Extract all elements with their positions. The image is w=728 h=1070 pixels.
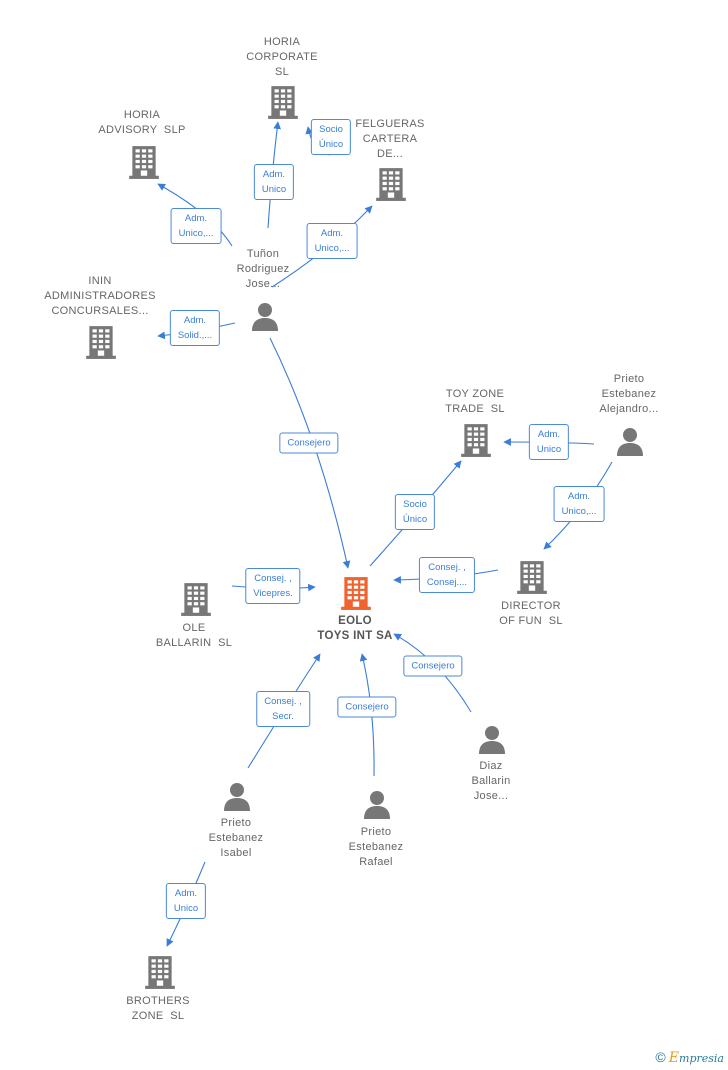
brothers-zone-building-icon[interactable] — [145, 956, 175, 989]
copyright-icon: © — [655, 1049, 666, 1065]
rel-label-consejero-diaz[interactable]: Consejero — [403, 655, 463, 677]
prieto-isabel-person-icon[interactable] — [224, 783, 250, 811]
rel-label-consej-vicepres[interactable]: Consej. , Vicepres. — [245, 568, 301, 604]
brand-logo-text: mpresia — [679, 1052, 724, 1065]
node-label-prieto-rafael[interactable]: Prieto Estebanez Rafael — [348, 826, 404, 868]
felgueras-building-icon[interactable] — [376, 168, 406, 201]
rel-label-adm-unico-brothers[interactable]: Adm. Unico — [165, 883, 207, 919]
ole-ballarin-building-icon[interactable] — [181, 583, 211, 616]
node-label-inin[interactable]: ININ ADMINISTRADORES CONCURSALES... — [44, 275, 156, 317]
rel-label-adm-unico-horia-adv[interactable]: Adm. Unico,... — [170, 208, 222, 244]
horia-advisory-building-icon[interactable] — [129, 146, 159, 179]
rel-label-adm-unico-felgueras[interactable]: Adm. Unico,... — [306, 223, 358, 259]
diaz-ballarin-person-icon[interactable] — [479, 726, 505, 754]
node-label-prieto-alejandro[interactable]: Prieto Estebanez Alejandro... — [599, 373, 659, 415]
rel-label-adm-unico-director[interactable]: Adm. Unico,... — [553, 486, 605, 522]
node-label-toy-zone[interactable]: TOY ZONE TRADE SL — [445, 388, 505, 415]
rel-label-consej-secr[interactable]: Consej. , Secr. — [256, 691, 310, 727]
rel-label-consejero-tunon[interactable]: Consejero — [279, 432, 339, 454]
node-label-horia-corporate[interactable]: HORIA CORPORATE SL — [246, 36, 318, 78]
node-label-eolo[interactable]: EOLO TOYS INT SA — [317, 615, 393, 642]
rel-label-socio-unico-felgueras[interactable]: Socio Único — [310, 119, 352, 155]
director-fun-building-icon[interactable] — [517, 561, 547, 594]
inin-building-icon[interactable] — [86, 326, 116, 359]
node-label-ole-ballarin[interactable]: OLE BALLARIN SL — [155, 622, 233, 649]
rel-label-socio-unico-toyzone[interactable]: Socio Único — [394, 494, 436, 530]
eolo-building-icon[interactable] — [341, 577, 371, 610]
node-label-director-fun[interactable]: DIRECTOR OF FUN SL — [499, 600, 563, 627]
rel-label-adm-unico-toyzone[interactable]: Adm. Unico — [528, 424, 570, 460]
rel-label-consej-director[interactable]: Consej. , Consej.... — [418, 557, 476, 593]
node-label-horia-advisory[interactable]: HORIA ADVISORY SLP — [98, 109, 186, 136]
footer-brand: © Empresia — [655, 1049, 724, 1066]
horia-corporate-building-icon[interactable] — [268, 86, 298, 119]
node-label-felgueras[interactable]: FELGUERAS CARTERA DE... — [355, 118, 425, 160]
prieto-rafael-person-icon[interactable] — [364, 791, 390, 819]
prieto-alejandro-person-icon[interactable] — [617, 428, 643, 456]
node-label-diaz-ballarin[interactable]: Diaz Ballarin Jose... — [471, 760, 511, 802]
brand-logo-e: E — [668, 1050, 680, 1066]
rel-label-adm-solid-inin[interactable]: Adm. Solid.,... — [169, 310, 221, 346]
node-label-tunon[interactable]: Tuñon Rodriguez Jose... — [236, 248, 290, 290]
rel-label-adm-unico-horia-corp[interactable]: Adm. Unico — [253, 164, 295, 200]
tunon-person-icon[interactable] — [252, 303, 278, 331]
rel-label-consejero-rafael[interactable]: Consejero — [337, 696, 397, 718]
node-label-prieto-isabel[interactable]: Prieto Estebanez Isabel — [208, 817, 264, 859]
node-label-brothers-zone[interactable]: BROTHERS ZONE SL — [126, 995, 190, 1022]
toy-zone-building-icon[interactable] — [461, 424, 491, 457]
